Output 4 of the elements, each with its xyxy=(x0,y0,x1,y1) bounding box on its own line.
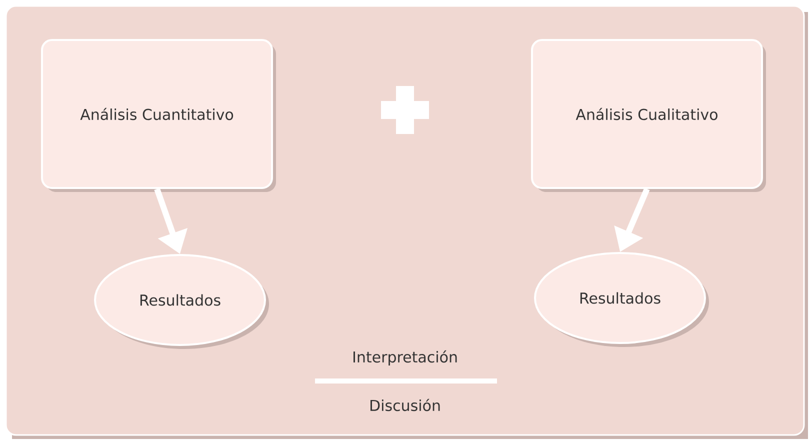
process-box: Análisis Cuantitativo xyxy=(41,39,276,192)
process-box: Análisis Cualitativo xyxy=(531,39,766,192)
label-text: Interpretación xyxy=(354,350,457,366)
label-text: Discusión xyxy=(370,398,440,412)
